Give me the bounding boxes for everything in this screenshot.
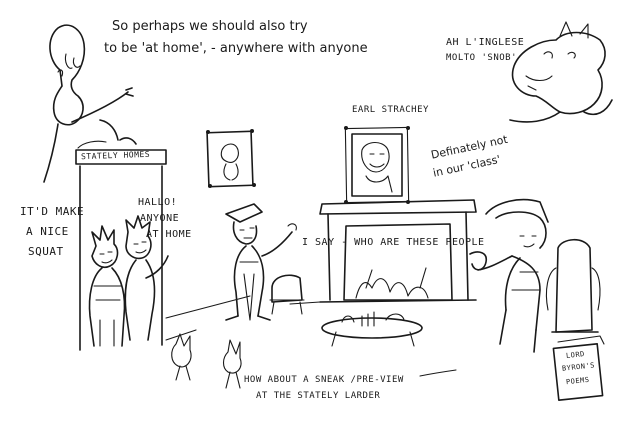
posh-man [225, 203, 297, 321]
narrator-figure [43, 24, 134, 183]
caption-sneak-line1: HOW ABOUT A SNEAK /PRE-VIEW [244, 375, 404, 385]
snob-creature [509, 21, 613, 123]
fireplace [319, 199, 477, 303]
caption-nice-line1: IT'D MAKE [20, 205, 85, 218]
caption-earl-strachey: EARL STRACHEY [352, 105, 429, 115]
stately-homes-doorway [75, 119, 167, 351]
caption-top-line1: So perhaps we should also try [112, 19, 308, 34]
caption-nice-line3: SQUAT [28, 245, 64, 258]
earl-strachey-portrait [344, 126, 410, 204]
caption-hallo-line2: ANYONE [140, 213, 180, 224]
caption-sneak-line2: AT THE STATELY LARDER [256, 391, 381, 401]
small-portrait [206, 129, 256, 188]
caption-hallo-line3: AT HOME [146, 229, 192, 240]
caption-italian-line1: AH L'INGLESE [446, 37, 525, 48]
wing-chair [545, 238, 601, 333]
lord-byrons-poems-book [552, 335, 605, 401]
caption-top-line2: to be 'at home', - anywhere with anyone [104, 41, 368, 56]
butler-figure [469, 198, 549, 353]
caption-italian-line2: MOLTO 'SNOB' [446, 53, 518, 63]
caption-nice-line2: A NICE [26, 225, 69, 238]
armchair [269, 274, 305, 315]
tea-table [321, 311, 423, 347]
punk-visitors [88, 215, 169, 347]
caption-who-are-these-people: I SAY - WHO ARE THESE PEOPLE [302, 237, 485, 248]
caption-hallo-line1: HALLO! [138, 197, 178, 208]
floor-lines [165, 295, 321, 341]
small-creatures [171, 333, 457, 389]
